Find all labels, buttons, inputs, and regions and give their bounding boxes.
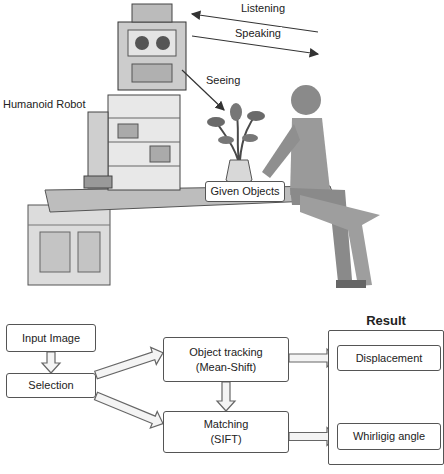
box-label: Whirligig angle (353, 429, 425, 444)
action-label: Seeing (205, 74, 241, 86)
box-label: Matching (SIFT) (196, 417, 256, 447)
given-objects-box: Given Objects (205, 181, 285, 202)
action-label: Listening (240, 2, 286, 14)
box-label: Selection (28, 378, 73, 393)
box-label: Displacement (356, 351, 423, 366)
flow-arrow (95, 392, 164, 428)
action-label: Speaking (234, 27, 282, 39)
matching-box: Matching (SIFT) (163, 411, 289, 453)
part-name: Humanoid Robot (2, 98, 87, 110)
group-heading: Result (329, 312, 443, 330)
tracking-box: Object tracking (Mean-Shift) (163, 337, 289, 382)
result-box: Displacement (337, 345, 441, 371)
box-label: Object tracking (Mean-Shift) (171, 345, 281, 375)
flow-arrow (95, 347, 163, 378)
box-label: Input Image (22, 331, 80, 346)
selection-box: Selection (6, 373, 96, 398)
result-box: Whirligig angle (337, 423, 441, 450)
box-label: Given Objects (210, 184, 279, 199)
result-group: ResultDisplacementWhirligig angle (328, 330, 444, 465)
input-box: Input Image (6, 324, 96, 352)
flow-arrow (42, 352, 60, 373)
flow-arrow (217, 382, 235, 411)
